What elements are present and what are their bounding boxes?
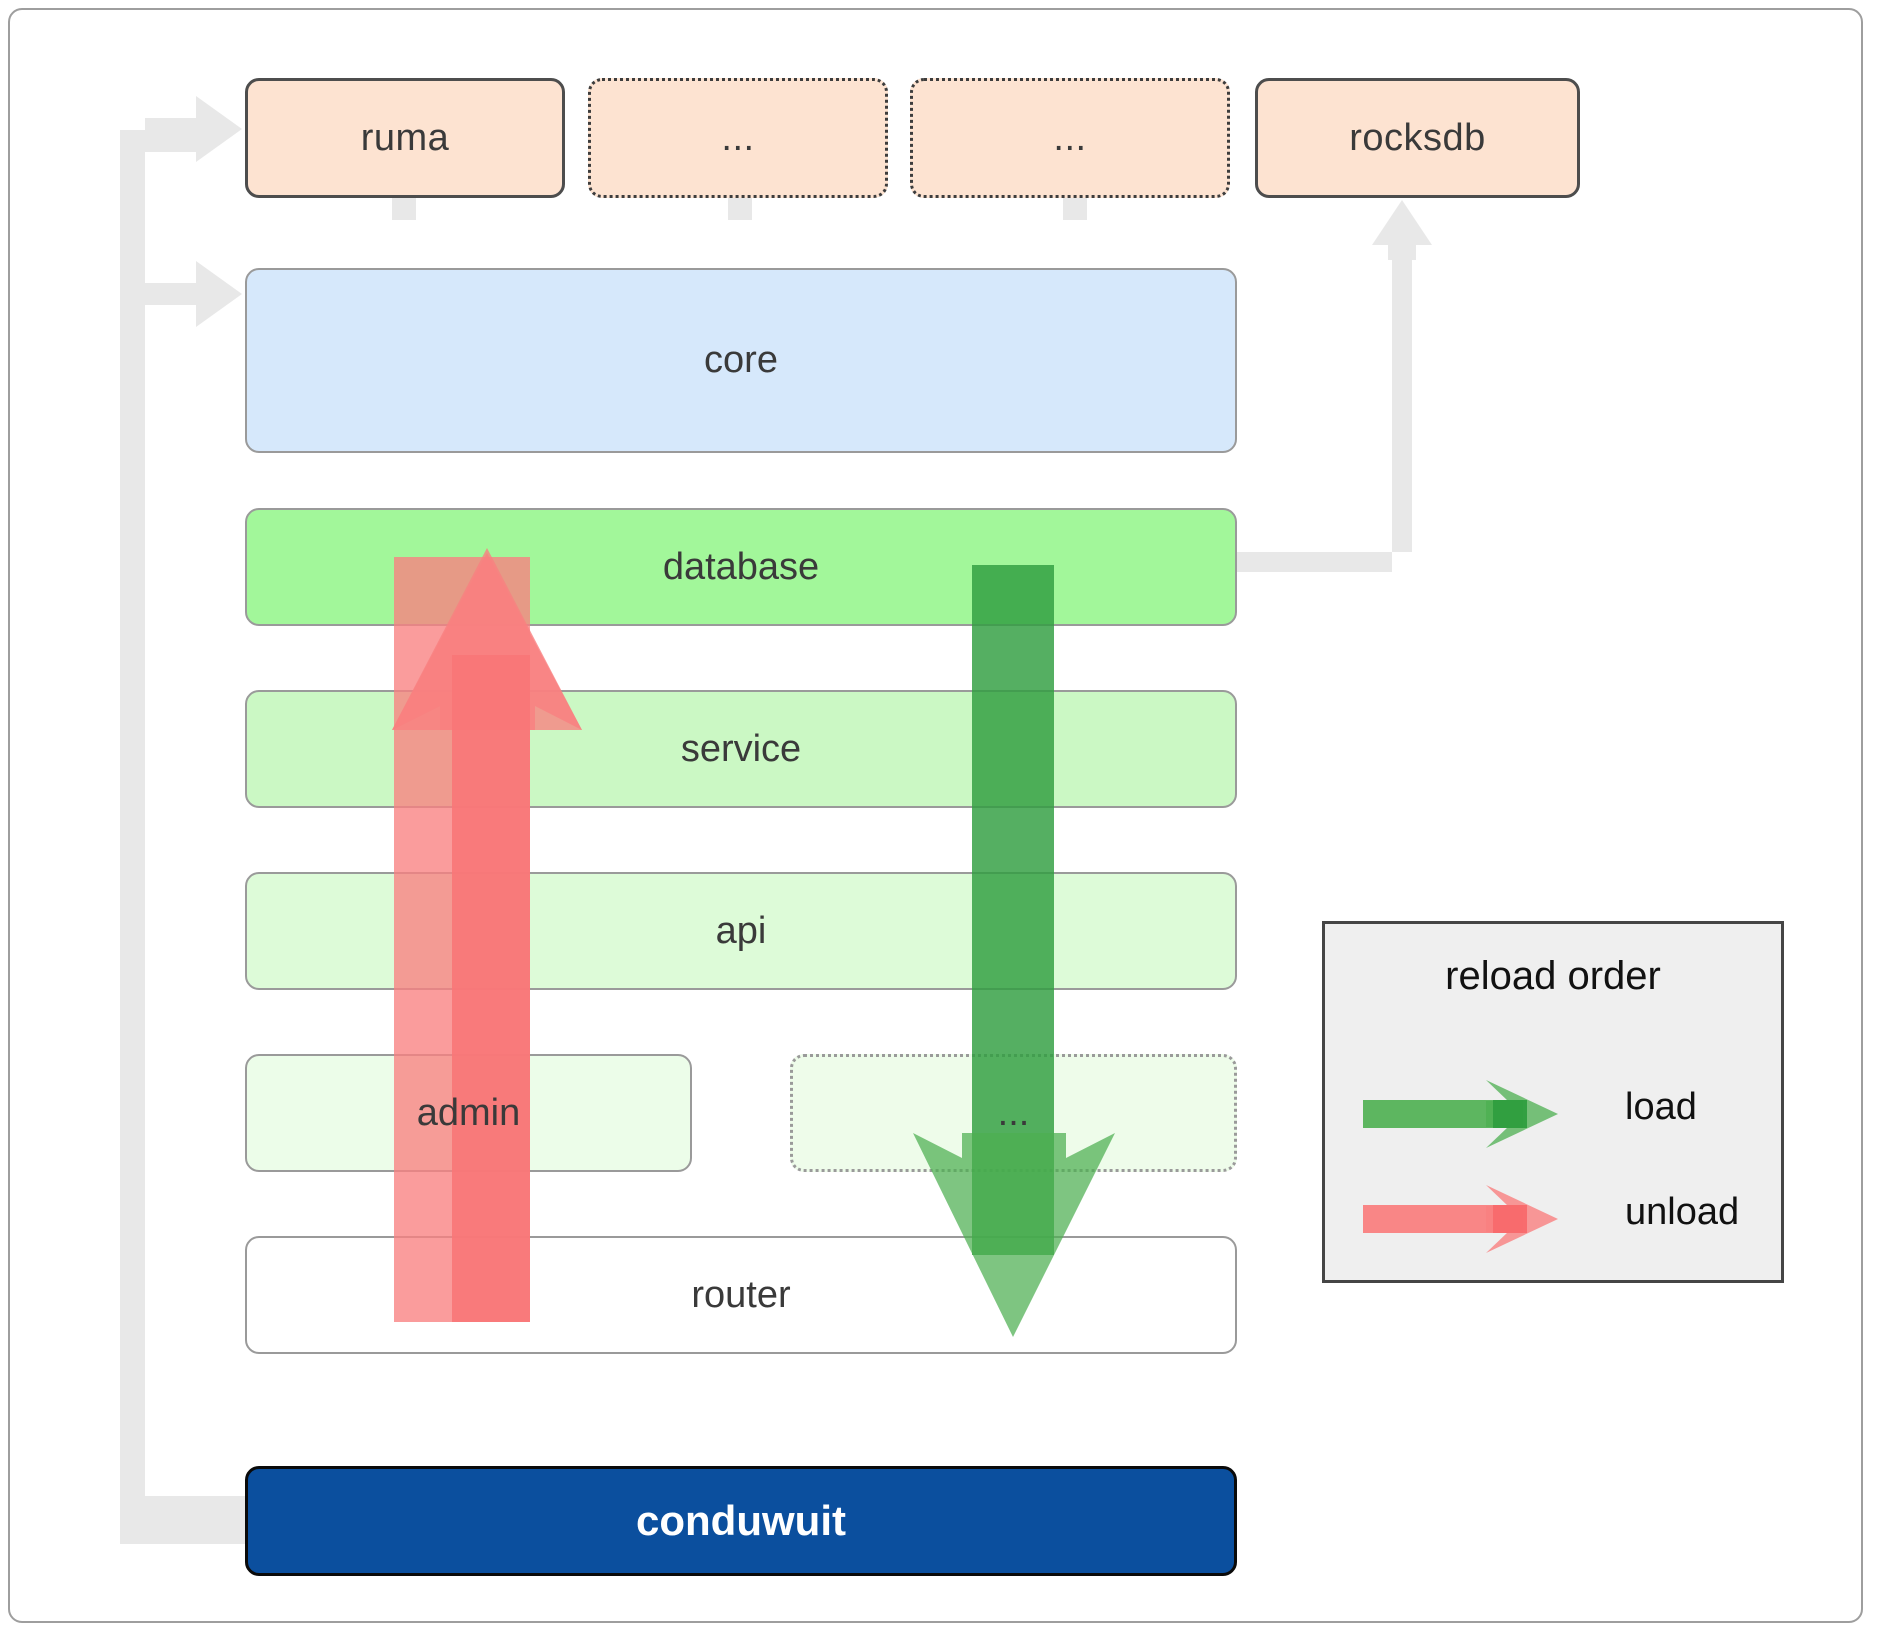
load-arrow-icon xyxy=(1363,1080,1558,1148)
layer-box-service[interactable]: service xyxy=(245,690,1237,808)
legend-label-load: load xyxy=(1625,1086,1697,1128)
legend-title: reload order xyxy=(1445,954,1661,998)
layer-label: database xyxy=(662,545,820,588)
unload-arrow-icon xyxy=(1363,1185,1558,1253)
layer-label: ... xyxy=(997,1091,1030,1134)
layer-box-api[interactable]: api xyxy=(245,872,1237,990)
dependency-label: ... xyxy=(721,116,755,159)
legend-row-unload: unload xyxy=(1325,1179,1781,1259)
layer-label: router xyxy=(691,1273,791,1316)
layer-label: admin xyxy=(416,1091,521,1134)
layer-box-admin[interactable]: admin xyxy=(245,1054,692,1172)
root-label: conduwuit xyxy=(636,1497,846,1544)
legend-label-unload: unload xyxy=(1625,1191,1740,1233)
root-box-conduwuit[interactable]: conduwuit xyxy=(245,1466,1237,1576)
dependency-box-more-1[interactable]: ... xyxy=(588,78,888,198)
dependency-box-ruma[interactable]: ruma xyxy=(245,78,565,198)
layer-box-more[interactable]: ... xyxy=(790,1054,1237,1172)
dependency-label: ruma xyxy=(360,116,450,159)
dependency-label: ... xyxy=(1053,116,1087,159)
dependency-box-rocksdb[interactable]: rocksdb xyxy=(1255,78,1580,198)
layer-label: service xyxy=(680,727,802,770)
layer-label: api xyxy=(715,909,767,952)
layer-box-database[interactable]: database xyxy=(245,508,1237,626)
legend-panel: reload order load unload xyxy=(1322,921,1784,1283)
dependency-label: rocksdb xyxy=(1349,116,1486,159)
layer-box-router[interactable]: router xyxy=(245,1236,1237,1354)
layer-label: core xyxy=(704,339,778,381)
legend-row-load: load xyxy=(1325,1074,1781,1154)
layer-box-core[interactable]: core xyxy=(245,268,1237,453)
dependency-box-more-2[interactable]: ... xyxy=(910,78,1230,198)
